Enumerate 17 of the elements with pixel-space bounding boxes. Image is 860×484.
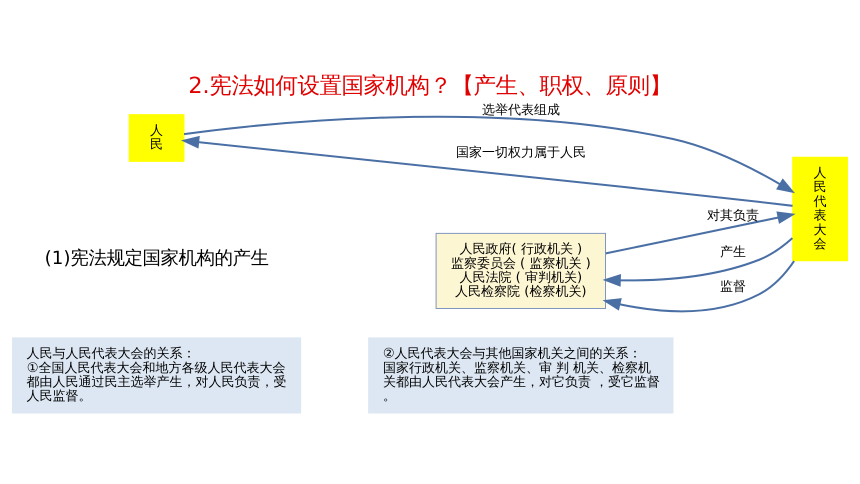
arrow <box>184 116 796 194</box>
node-box: 人民与人民代表大会的关系： ①全国人民代表大会和地方各级人民代表大会都由人民通过民主选举产生，对人民负责，受人民监督。 <box>12 337 302 414</box>
edge-label: 国家一切权力属于人民 <box>456 146 586 161</box>
node-box: ②人民代表大会与其他国家机关之间的关系： 国家行政机关、监察机关、审 判 机关、检察机关都由人民代表大会产生，对它负责 ，受它监督。 <box>368 337 674 414</box>
edge-label: 对其负责 <box>706 208 759 224</box>
node-box: 人民代表大会 <box>792 156 848 262</box>
label: (1)宪法规定国家机构的产生 <box>44 248 269 270</box>
edge-label: 选举代表组成 <box>482 103 560 118</box>
node-box: 人 民 <box>128 114 184 162</box>
edge-label: 监督 <box>720 280 746 295</box>
arrow <box>606 211 796 254</box>
edge-label: 产生 <box>720 245 746 260</box>
arrow <box>602 260 795 312</box>
arrow <box>602 237 794 287</box>
node-box: 人民政府( 行政机关 ) 监察委员会 ( 监察机关 ) 人民法院 ( 审判机关) 人民检察院 (检察机关) <box>436 232 606 309</box>
diagram-title: 2.宪法如何设置国家机构？【产生、职权、原则】 <box>188 72 672 99</box>
arrow <box>180 136 793 207</box>
